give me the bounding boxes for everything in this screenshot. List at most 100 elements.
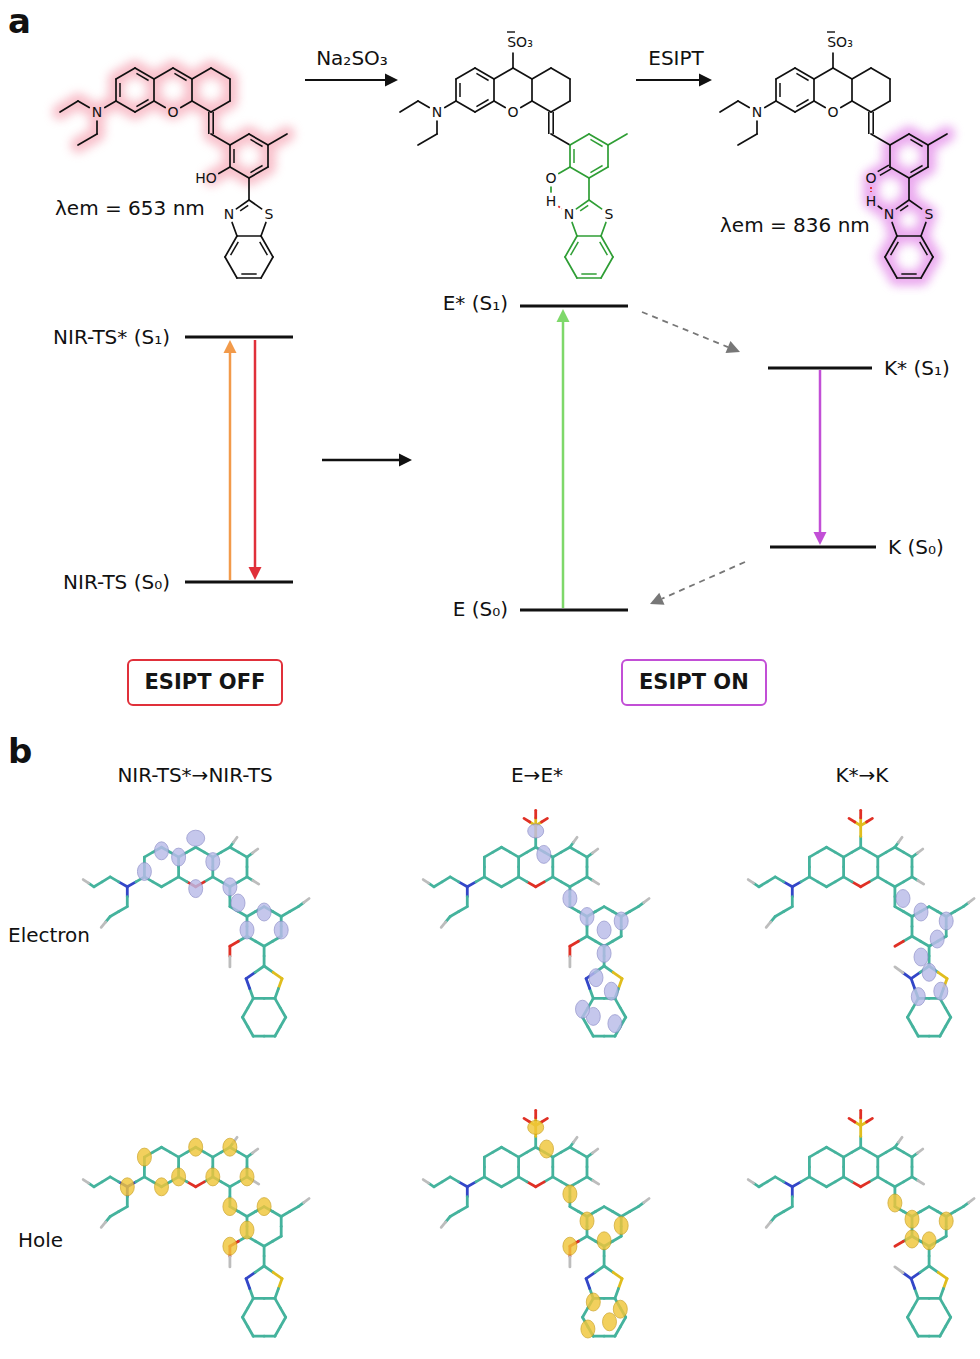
- stick-bond: [177, 1157, 180, 1167]
- stick-bond: [466, 887, 469, 897]
- stick-bond: [238, 1212, 247, 1217]
- bond: [153, 79, 155, 101]
- bond: [776, 68, 795, 79]
- stick-bond: [253, 1297, 264, 1300]
- stick-bond: [911, 1279, 915, 1289]
- stick-bond: [246, 1272, 255, 1278]
- energy-level-label: NIR-TS (S₀): [63, 571, 170, 594]
- stick-bond: [908, 1308, 913, 1317]
- stick-bond: [246, 972, 255, 978]
- stick-bond: [110, 912, 119, 917]
- stick-bond: [483, 867, 486, 877]
- double-bond: [548, 112, 550, 134]
- stick-bond: [918, 881, 924, 885]
- orbital-render: [748, 1110, 974, 1336]
- stick-bond: [483, 1157, 486, 1167]
- stick-bond: [766, 922, 771, 927]
- stick-bond: [899, 1137, 903, 1142]
- atom-label: N: [752, 105, 762, 119]
- isosurface: [120, 1138, 271, 1255]
- orbital-lobe: [187, 830, 205, 846]
- orbital-lobe: [240, 1221, 254, 1239]
- stick-bond: [809, 852, 818, 857]
- bond: [765, 101, 776, 107]
- atom-label: HO: [195, 171, 217, 185]
- stick-bond: [551, 1157, 554, 1167]
- stick-bond: [467, 1182, 476, 1187]
- stick-bond: [484, 877, 493, 882]
- stick-bond: [583, 1308, 588, 1317]
- stick-bond: [187, 847, 196, 852]
- stick-bond: [280, 1217, 283, 1227]
- bond: [878, 206, 881, 208]
- stick-bond: [878, 1152, 887, 1157]
- inner-bond: [241, 273, 256, 275]
- inner-bond: [459, 83, 461, 97]
- stick-bond: [578, 1152, 587, 1157]
- atom-label: O: [545, 171, 556, 185]
- stick-bond: [644, 1199, 649, 1203]
- stick-bond: [613, 1272, 622, 1278]
- stick-bond: [784, 1182, 793, 1187]
- stick-bond: [849, 1118, 855, 1122]
- bond: [192, 101, 211, 112]
- bond: [219, 167, 230, 173]
- stick-bond: [592, 849, 597, 853]
- bond: [776, 101, 795, 112]
- stick-bond: [228, 1187, 231, 1197]
- charge-bar: [827, 31, 835, 32]
- stick-bond: [613, 1212, 622, 1217]
- bond: [211, 68, 230, 79]
- bond: [248, 178, 250, 200]
- stick-bond: [911, 867, 914, 877]
- stick-bond: [808, 1167, 811, 1177]
- stick-bond: [808, 857, 811, 867]
- atom-label: N: [432, 105, 442, 119]
- stick-bond: [510, 852, 519, 857]
- stick-bond: [911, 917, 914, 927]
- stick-bond: [264, 1297, 275, 1300]
- arrow-shaft: [322, 459, 399, 462]
- stick-bond: [921, 1207, 930, 1212]
- bond: [813, 79, 815, 101]
- bond: [896, 200, 909, 209]
- stick-bond: [204, 1152, 213, 1157]
- stick-bond: [534, 810, 537, 818]
- bond: [261, 257, 273, 278]
- double-bond: [880, 169, 891, 175]
- orbital-lobe: [257, 903, 271, 921]
- bond: [601, 222, 606, 236]
- stick-bond: [792, 882, 801, 887]
- orbital-lobe: [608, 1015, 622, 1033]
- stick-bond: [895, 967, 903, 973]
- bond: [885, 257, 897, 278]
- bond: [211, 101, 230, 112]
- bond: [229, 145, 231, 167]
- stick-bond: [808, 1157, 811, 1167]
- stick-bond: [801, 877, 810, 882]
- stick-bond: [945, 1017, 950, 1026]
- stick-bond: [899, 837, 903, 842]
- glow-stroke: [60, 101, 78, 112]
- transition-header: E→E*: [511, 764, 563, 787]
- arrow-head: [726, 341, 740, 353]
- stick-bond: [264, 997, 275, 1000]
- stick-bond: [818, 1147, 827, 1152]
- bond: [814, 68, 833, 79]
- stick-bond: [929, 1335, 940, 1338]
- bond: [851, 79, 853, 101]
- stick-bond: [844, 1177, 853, 1182]
- stick-bond: [913, 1327, 918, 1336]
- bond: [550, 187, 552, 192]
- bond: [230, 167, 249, 178]
- orbital-lobe: [155, 1178, 169, 1196]
- stick-bond: [861, 847, 870, 852]
- stick-bond: [246, 867, 249, 877]
- stick-bond: [903, 1177, 912, 1182]
- stick-bond: [281, 1212, 290, 1217]
- stick-bond: [153, 882, 162, 887]
- stick-bond: [844, 1152, 853, 1157]
- stick-bond: [553, 852, 562, 857]
- arrow-shaft: [254, 340, 257, 567]
- orbital-lobe: [120, 1178, 134, 1196]
